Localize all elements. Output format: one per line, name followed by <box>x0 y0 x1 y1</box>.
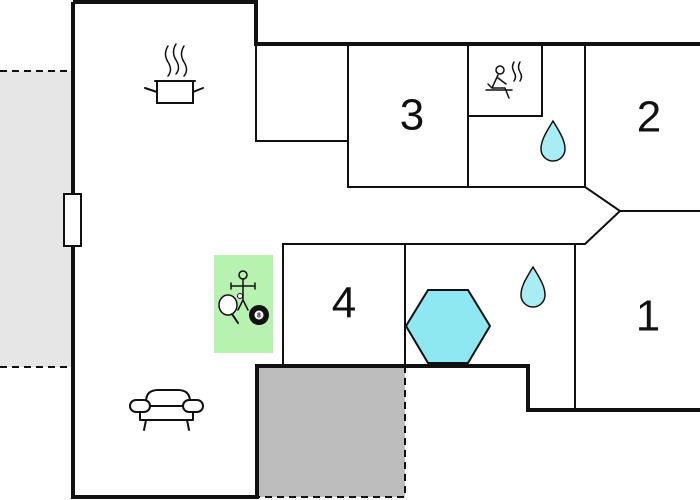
terrace-area <box>0 71 72 367</box>
water-drop-icon <box>520 265 546 308</box>
water-drop-icon <box>540 119 566 162</box>
game-room-icon: 8 <box>214 255 273 353</box>
room-label-3: 3 <box>400 91 424 140</box>
terrace-outline <box>0 70 72 368</box>
sofa-icon <box>129 389 204 431</box>
cooking-pot-icon <box>144 43 204 104</box>
room-label-4: 4 <box>332 279 356 328</box>
covered-area <box>257 366 405 497</box>
covered-area-outline <box>257 366 406 498</box>
interior-walls <box>255 44 700 410</box>
sauna-icon <box>485 61 523 99</box>
window-marker <box>63 193 82 247</box>
billiard-ball-number: 8 <box>257 312 261 319</box>
hexagon-pool-icon <box>404 289 492 364</box>
exterior-wall <box>71 0 700 499</box>
room-label-2: 2 <box>637 93 661 142</box>
room-label-1: 1 <box>636 292 660 341</box>
